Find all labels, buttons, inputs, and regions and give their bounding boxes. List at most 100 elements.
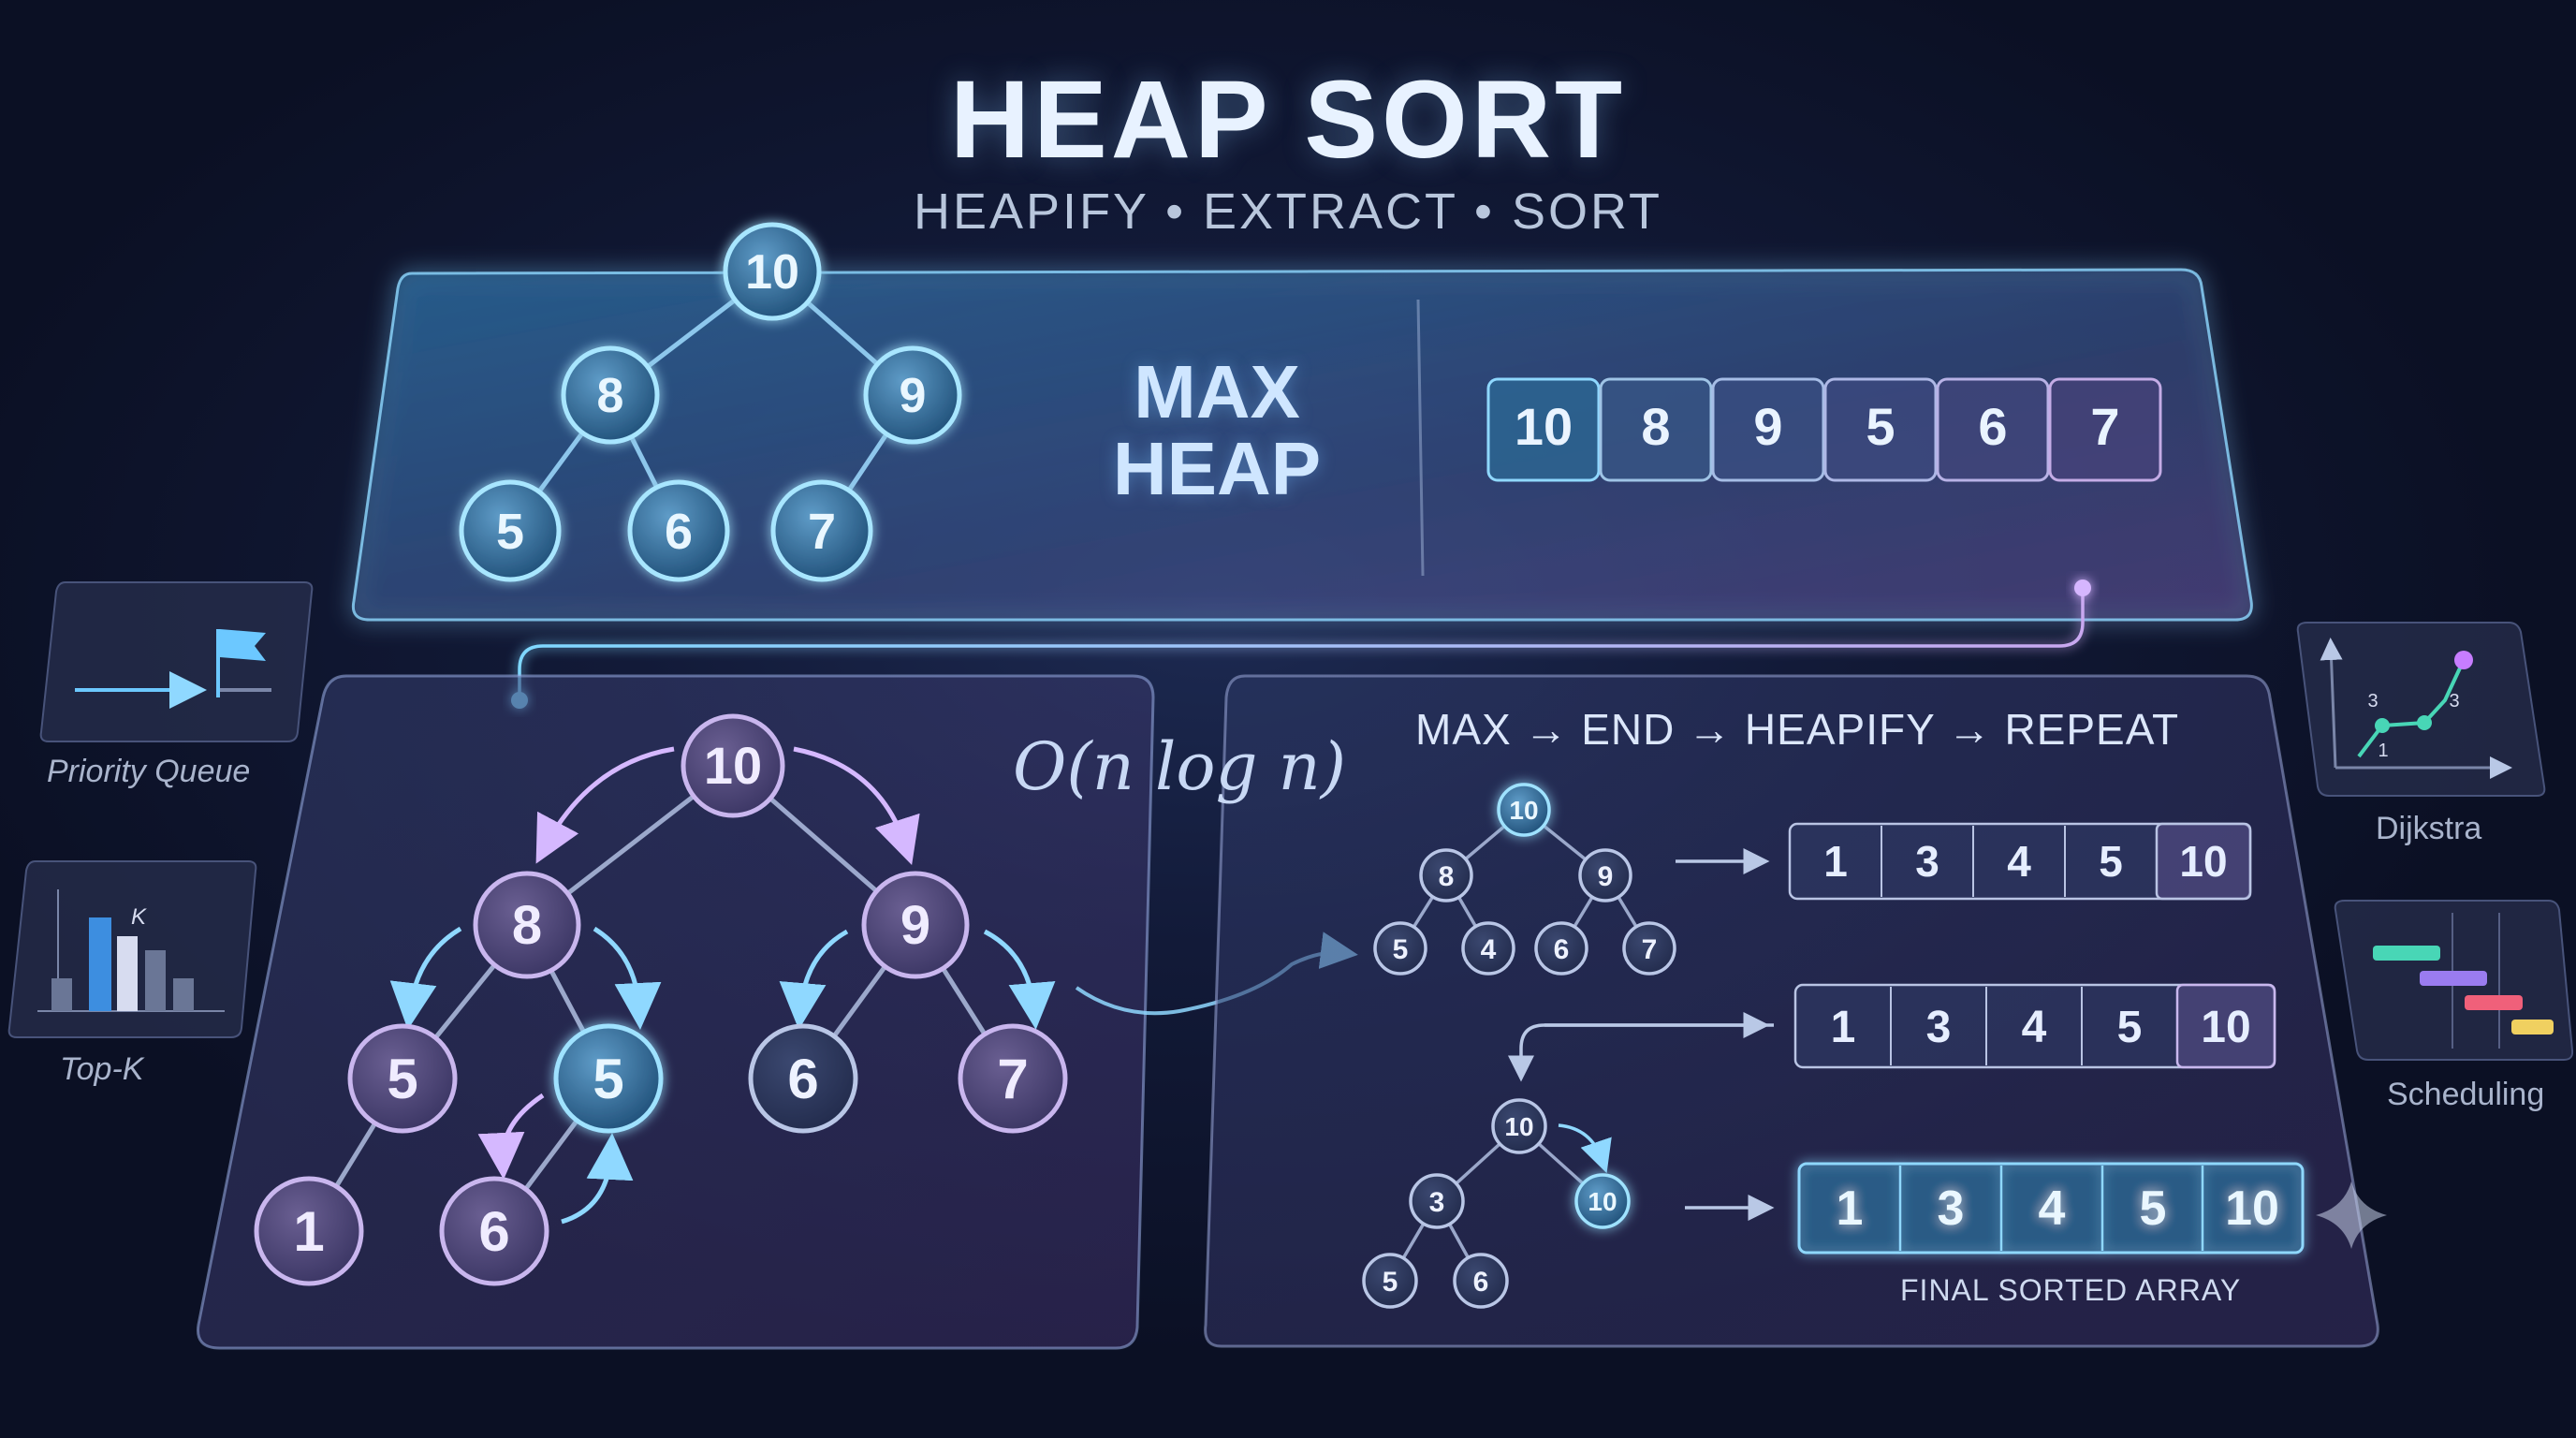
dijkstra-weight: 1 (2378, 741, 2388, 761)
small-tree-2-node: 6 (1453, 1253, 1509, 1309)
svg-text:9: 9 (1598, 861, 1614, 892)
final-sorted-array-label: FINAL SORTED ARRAY (1900, 1273, 2242, 1307)
connector-dot-right (2074, 580, 2091, 596)
heapify-node-leaf-1: 1 (254, 1176, 364, 1286)
heapify-node-label: 7 (997, 1048, 1028, 1110)
array-cell: 10 (1486, 377, 1601, 482)
svg-text:4: 4 (1481, 934, 1497, 965)
sort-steps-label: MAX → END → HEAPIFY → REPEAT (1415, 705, 2180, 754)
heapify-node-label: 6 (478, 1200, 509, 1263)
heapify-swap-arrows (389, 746, 1056, 1225)
sparkle-icon (2316, 1181, 2387, 1249)
small-tree-1-node: 6 (1534, 921, 1588, 976)
array-cell: 5 (2117, 1003, 2143, 1052)
small-tree-2-arrow (1558, 1123, 1612, 1174)
dijkstra-weight: 3 (2449, 691, 2459, 712)
priority-queue-label: Priority Queue (47, 754, 251, 789)
dijkstra-weight: 3 (2367, 691, 2378, 712)
heapify-node-label: 5 (387, 1048, 417, 1110)
top-tree-node-level2-right: 9 (863, 345, 962, 445)
heapify-node-label: 6 (787, 1048, 818, 1110)
array-cell: 5 (2099, 837, 2123, 886)
array-cell: 8 (1599, 377, 1713, 482)
top-k-badge: K (131, 904, 147, 930)
page-subtitle: HEAPIFY • EXTRACT • SORT (914, 183, 1662, 240)
svg-text:6: 6 (1978, 397, 2007, 456)
scheduling-label: Scheduling (2387, 1077, 2545, 1112)
svg-text:6: 6 (1473, 1267, 1489, 1298)
array-cell: 10 (2201, 1003, 2250, 1052)
svg-text:5: 5 (1866, 397, 1895, 456)
array-cell: 3 (1915, 837, 1939, 886)
small-tree-1-node: 4 (1461, 921, 1515, 976)
step-arrows (1508, 848, 1775, 1221)
heapify-node-leaf-6: 6 (439, 1176, 549, 1286)
array-cell: 4 (2007, 837, 2031, 886)
svg-text:6: 6 (1554, 934, 1570, 965)
svg-text:10: 10 (1588, 1187, 1617, 1216)
array-cell: 5 (2140, 1181, 2167, 1236)
heapify-node-left-left: 5 (347, 1023, 458, 1134)
small-tree-1-node: 7 (1622, 921, 1676, 976)
sort-array-final: 1 3 4 5 10 (1797, 1162, 2305, 1255)
max-heap-label-line1: MAX (1134, 350, 1300, 433)
svg-text:10: 10 (1504, 1112, 1533, 1141)
top-tree-node-label: 6 (665, 504, 693, 560)
svg-text:10: 10 (1515, 397, 1573, 456)
array-cell: 9 (1711, 377, 1825, 482)
svg-text:3: 3 (1429, 1187, 1445, 1218)
top-k-card: K (7, 860, 257, 1038)
svg-text:5: 5 (1393, 934, 1409, 965)
heapify-node-label: 8 (512, 895, 542, 956)
top-tree-node-label: 7 (808, 504, 836, 560)
svg-text:7: 7 (2090, 397, 2119, 456)
array-cell: 6 (1936, 377, 2050, 482)
priority-queue-card (39, 581, 314, 742)
heapify-node-root: 10 (681, 713, 785, 818)
page-title: HEAP SORT (949, 58, 1627, 182)
svg-text:9: 9 (1753, 397, 1782, 456)
top-tree-root-node: 10 (723, 222, 822, 321)
svg-text:8: 8 (1641, 397, 1670, 456)
array-cell: 10 (2179, 837, 2227, 886)
array-cell: 10 (2225, 1181, 2279, 1236)
array-cell: 1 (1823, 837, 1848, 886)
array-cell: 5 (1823, 377, 1938, 482)
svg-text:10: 10 (1509, 796, 1538, 825)
small-tree-1-node: 5 (1373, 921, 1427, 976)
top-tree-root-label: 10 (745, 245, 799, 300)
sort-array-1: 1 3 4 5 10 (1788, 822, 2252, 901)
dijkstra-card: 3 3 1 (2296, 622, 2546, 797)
heapify-node-right-left: 6 (748, 1023, 858, 1134)
array-cell: 7 (2048, 377, 2162, 482)
array-cell: 3 (1938, 1181, 1965, 1236)
heapify-node-right-right: 7 (958, 1023, 1068, 1134)
max-heap-label: MAX HEAP (1067, 354, 1367, 507)
small-tree-2-root: 10 (1491, 1098, 1547, 1154)
svg-text:7: 7 (1642, 934, 1658, 965)
panel-connector-line (518, 588, 2085, 700)
array-cell: 1 (1831, 1003, 1856, 1052)
heapify-node-left: 8 (473, 871, 581, 979)
small-tree-2-node-highlight: 10 (1574, 1173, 1631, 1229)
array-cell: 4 (2039, 1181, 2066, 1236)
heapify-node-label: 10 (704, 736, 762, 795)
array-cell: 4 (2022, 1003, 2047, 1052)
top-tree-node-label: 9 (900, 369, 927, 423)
array-cell: 1 (1837, 1181, 1864, 1236)
svg-text:8: 8 (1439, 861, 1455, 892)
top-tree-node-level3-a: 5 (459, 479, 562, 582)
sort-array-2: 1 3 4 5 10 (1793, 983, 2276, 1069)
heapify-node-right: 9 (861, 871, 970, 979)
scheduling-card (2334, 900, 2574, 1061)
svg-text:5: 5 (1383, 1267, 1398, 1298)
complexity-label: O(n log n) (1013, 728, 1347, 805)
array-cell: 3 (1926, 1003, 1952, 1052)
max-heap-label-line2: HEAP (1112, 427, 1322, 510)
top-tree-node-level3-c: 7 (770, 479, 873, 582)
small-tree-1-root: 10 (1497, 783, 1551, 837)
heapify-node-label: 5 (593, 1048, 623, 1110)
heapify-node-label: 1 (293, 1200, 324, 1263)
